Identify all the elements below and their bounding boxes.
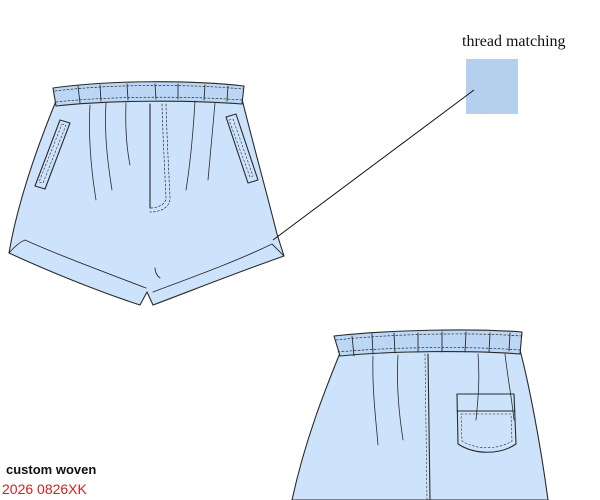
front-body (8, 98, 285, 306)
callout-leader-line (272, 89, 475, 241)
back-waistband (333, 329, 523, 357)
custom-woven-label: custom woven (6, 462, 97, 477)
back-pocket (456, 393, 517, 453)
shorts-back-view (291, 329, 549, 500)
back-body (291, 349, 549, 500)
style-code-label: 2026 0826XK (2, 481, 87, 497)
shorts-front-view (8, 81, 285, 306)
thread-swatch (466, 59, 518, 114)
thread-matching-label: thread matching (462, 33, 566, 50)
